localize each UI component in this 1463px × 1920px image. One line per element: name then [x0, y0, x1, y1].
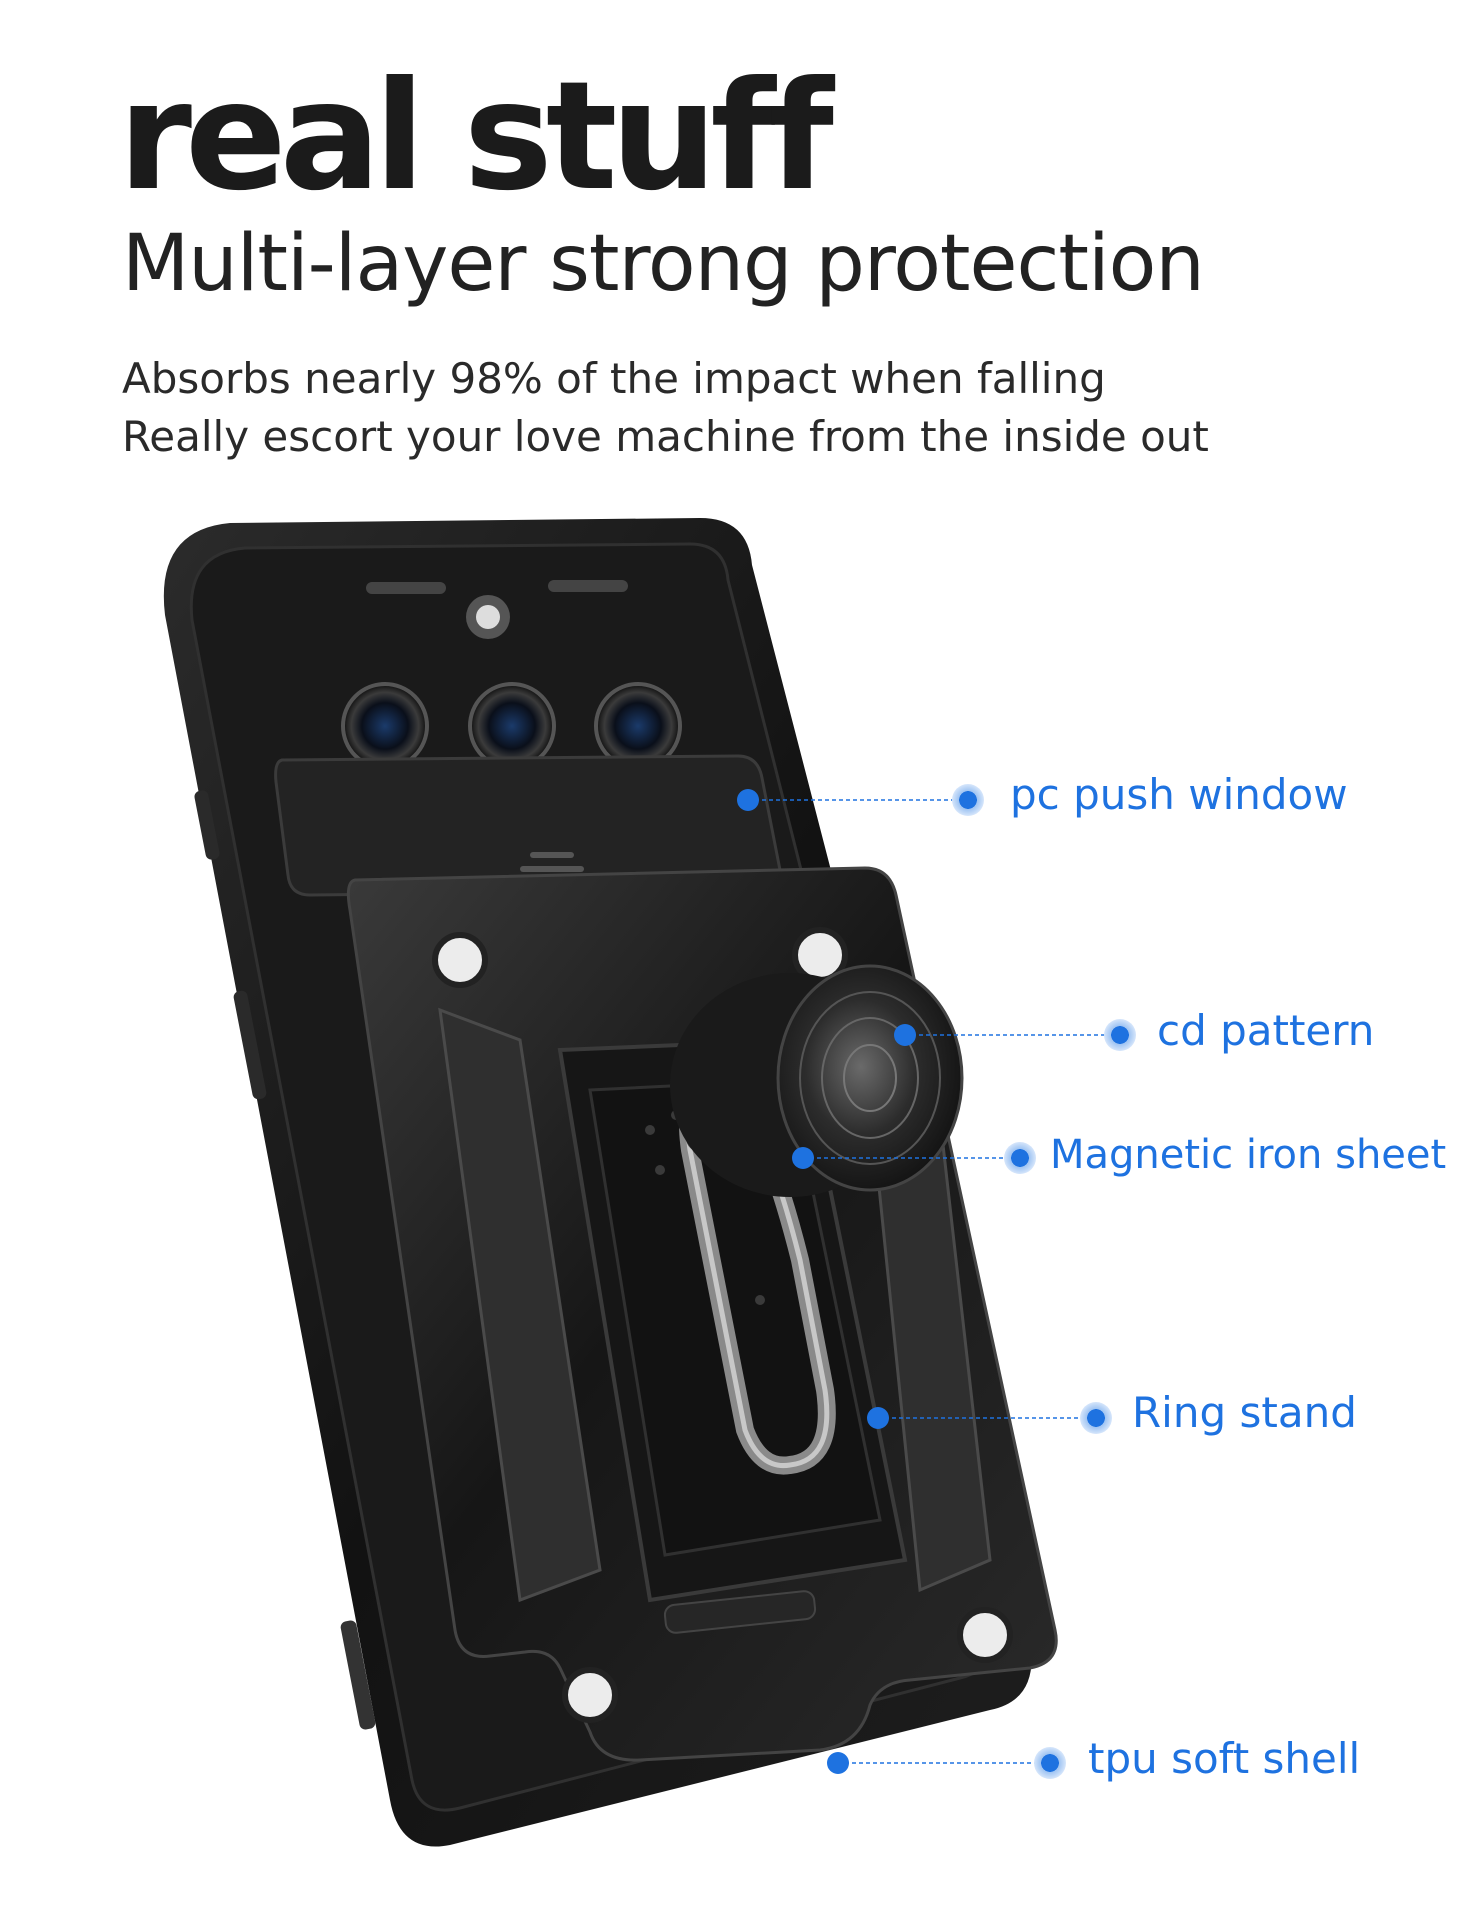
callout-tpu-soft-shell: [827, 1747, 1066, 1779]
description-line-1: Absorbs nearly 98% of the impact when fa…: [122, 354, 1106, 403]
camera-module: [341, 580, 682, 770]
callout-label-cd-pattern: cd pattern: [1157, 1006, 1375, 1055]
lens-icon: [341, 682, 429, 770]
callout-label-magnetic-iron-sheet: Magnetic iron sheet: [1050, 1132, 1447, 1178]
callout-ring-stand: [867, 1402, 1112, 1434]
marker-dot: [1034, 1747, 1066, 1779]
marker-dot: [827, 1752, 849, 1774]
callout-label-tpu-soft-shell: tpu soft shell: [1088, 1734, 1361, 1783]
callout-label-ring-stand: Ring stand: [1132, 1388, 1357, 1437]
headline-subtitle: Multi-layer strong protection: [122, 219, 1205, 309]
marker-dot: [737, 789, 759, 811]
armor-plate: [346, 866, 1058, 1762]
callout-cd-pattern: [894, 1019, 1136, 1051]
callout-pc-push-window: [737, 784, 984, 816]
marker-dot: [1080, 1402, 1112, 1434]
description-line-2: Really escort your love machine from the…: [122, 412, 1209, 461]
marker-dot: [952, 784, 984, 816]
marker-dot: [792, 1147, 814, 1169]
marker-dot: [1004, 1142, 1036, 1174]
marker-dot: [894, 1024, 916, 1046]
lens-icon: [468, 682, 556, 770]
callout-magnetic-iron-sheet: [792, 1142, 1036, 1174]
marker-dot: [1104, 1019, 1136, 1051]
marker-dot: [867, 1407, 889, 1429]
description: Absorbs nearly 98% of the impact when fa…: [122, 350, 1209, 466]
headline-title: real stuff: [118, 50, 834, 224]
cd-pattern-disc: [670, 964, 964, 1197]
callout-label-pc-push-window: pc push window: [1010, 770, 1348, 819]
